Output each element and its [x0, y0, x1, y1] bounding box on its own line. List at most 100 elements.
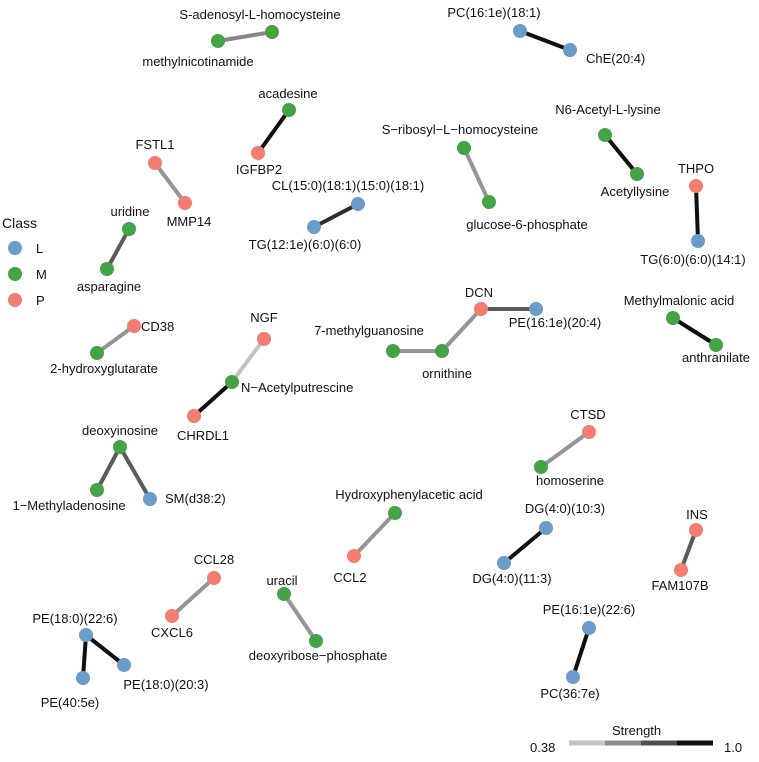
node-nacetylputrescine	[225, 375, 239, 389]
node-acadesine	[282, 103, 296, 117]
node-acetyllysine	[630, 167, 644, 181]
edge-dg4_10-dg4_11	[502, 526, 548, 565]
class-legend-title: Class	[2, 215, 37, 231]
node-pc36	[566, 670, 580, 684]
node-g6p	[482, 195, 496, 209]
node-label-pe16_20: PE(16:1e)(20:4)	[509, 315, 602, 330]
node-label-tg12: TG(12:1e)(6:0)(6:0)	[249, 237, 362, 252]
node-label-ccl2: CCL2	[333, 570, 366, 585]
node-label-ccl28: CCL28	[194, 552, 234, 567]
node-label-pc16_18: PC(16:1e)(18:1)	[447, 5, 540, 20]
node-dg4_11	[497, 556, 511, 570]
node-cxcl6	[165, 609, 179, 623]
node-label-cd38: CD38	[141, 319, 174, 334]
node-cl15	[351, 197, 365, 211]
node-label-pe40: PE(40:5e)	[41, 695, 100, 710]
node-label-cxcl6: CXCL6	[151, 625, 193, 640]
strength-max-label: 1.0	[724, 740, 742, 755]
edge-ngf-nacetylputrescine	[230, 337, 266, 384]
legend-label-M: M	[36, 267, 47, 282]
node-methylnicotinamide	[265, 25, 279, 39]
node-label-pe16_22: PE(16:1e)(22:6)	[543, 602, 636, 617]
node-asparagine	[100, 262, 114, 276]
node-hydroxyglutarate	[90, 346, 104, 360]
edge-hydroxyphenylacetic-ccl2	[352, 511, 397, 558]
node-label-mmp14: MMP14	[167, 214, 212, 229]
edge-fstl1-mmp14	[153, 161, 187, 205]
node-label-homoserine: homoserine	[536, 473, 604, 488]
edge-deoxyinosine-sm38	[118, 445, 152, 501]
node-ctsd	[582, 425, 596, 439]
node-tg6	[691, 234, 705, 248]
node-deoxyribose	[309, 634, 323, 648]
node-uracil	[277, 587, 291, 601]
node-tg12	[307, 220, 321, 234]
node-label-dg4_11: DG(4:0)(11:3)	[472, 571, 551, 586]
node-hydroxyphenylacetic	[388, 506, 402, 520]
node-pe16_20	[529, 302, 543, 316]
node-label-pe18_20: PE(18:0)(20:3)	[123, 677, 208, 692]
node-igfbp2	[251, 146, 265, 160]
node-dcn	[474, 302, 488, 316]
node-label-uracil: uracil	[266, 573, 297, 588]
edge-pe18_22-pe40	[81, 633, 88, 680]
edge-nacetylputrescine-chrdl1	[192, 380, 234, 418]
node-label-ins: INS	[686, 507, 708, 522]
edge-deoxyinosine-methyladenosine	[95, 445, 122, 492]
edge-s_adenosyl-methylnicotinamide	[216, 30, 274, 43]
node-methylguanosine	[386, 344, 400, 358]
edge-thpo-tg6	[694, 184, 700, 243]
node-ornithine	[435, 344, 449, 358]
edge-cd38-hydroxyglutarate	[95, 324, 136, 355]
node-label-n6acetyl: N6-Acetyl-L-lysine	[555, 102, 660, 117]
node-label-uridine: uridine	[110, 204, 149, 219]
node-label-nacetylputrescine: N−Acetylputrescine	[241, 380, 353, 395]
node-label-fam107b: FAM107B	[651, 578, 708, 593]
node-ngf	[257, 332, 271, 346]
edge-uridine-asparagine	[105, 227, 131, 271]
legend-swatch-L	[8, 241, 22, 255]
legend-swatch-P	[8, 293, 22, 307]
node-pe16_22	[582, 621, 596, 635]
node-label-methylguanosine: 7-methylguanosine	[314, 323, 424, 338]
node-label-ornithine: ornithine	[422, 366, 472, 381]
node-anthranilate	[709, 338, 723, 352]
node-label-pe18_22: PE(18:0)(22:6)	[32, 611, 117, 626]
node-label-ngf: NGF	[250, 310, 278, 325]
labels-layer: S-adenosyl-L-homocysteinemethylnicotinam…	[12, 5, 750, 710]
node-ccl2	[347, 549, 361, 563]
edge-pc16_18-che20	[518, 29, 572, 52]
node-uridine	[122, 222, 136, 236]
edge-methylmalonic-anthranilate	[671, 316, 718, 347]
node-pe18_20	[117, 658, 131, 672]
node-ins	[689, 523, 703, 537]
node-label-g6p: glucose-6-phosphate	[466, 217, 587, 232]
node-ccl28	[207, 571, 221, 585]
node-label-dg4_10: DG(4:0)(10:3)	[525, 501, 605, 516]
node-label-fstl1: FSTL1	[135, 137, 174, 152]
node-label-deoxyinosine: deoxyinosine	[82, 423, 158, 438]
edge-dcn-ornithine	[440, 307, 483, 353]
node-label-acadesine: acadesine	[258, 86, 317, 101]
node-mmp14	[178, 196, 192, 210]
node-label-igfbp2: IGFBP2	[236, 162, 282, 177]
edge-ins-fam107b	[679, 528, 698, 572]
strength-legend: Strength 0.38 1.0	[530, 723, 742, 755]
node-label-anthranilate: anthranilate	[682, 350, 750, 365]
edge-ctsd-homoserine	[539, 430, 591, 469]
node-methylmalonic	[666, 311, 680, 325]
strength-min-label: 0.38	[530, 740, 555, 755]
node-methyladenosine	[90, 483, 104, 497]
node-thpo	[689, 179, 703, 193]
node-label-methyladenosine: 1−Methyladenosine	[12, 498, 125, 513]
legend-swatch-M	[8, 267, 22, 281]
nodes-layer	[76, 24, 723, 685]
edge-s_ribosyl-g6p	[462, 146, 491, 204]
node-label-s_adenosyl: S-adenosyl-L-homocysteine	[179, 7, 340, 22]
node-label-hydroxyphenylacetic: Hydroxyphenylacetic acid	[335, 487, 482, 502]
node-homoserine	[534, 460, 548, 474]
edge-pe18_22-pe18_20	[84, 633, 126, 667]
node-label-cl15: CL(15:0)(18:1)(15:0)(18:1)	[272, 178, 424, 193]
edge-uracil-deoxyribose	[282, 592, 318, 643]
